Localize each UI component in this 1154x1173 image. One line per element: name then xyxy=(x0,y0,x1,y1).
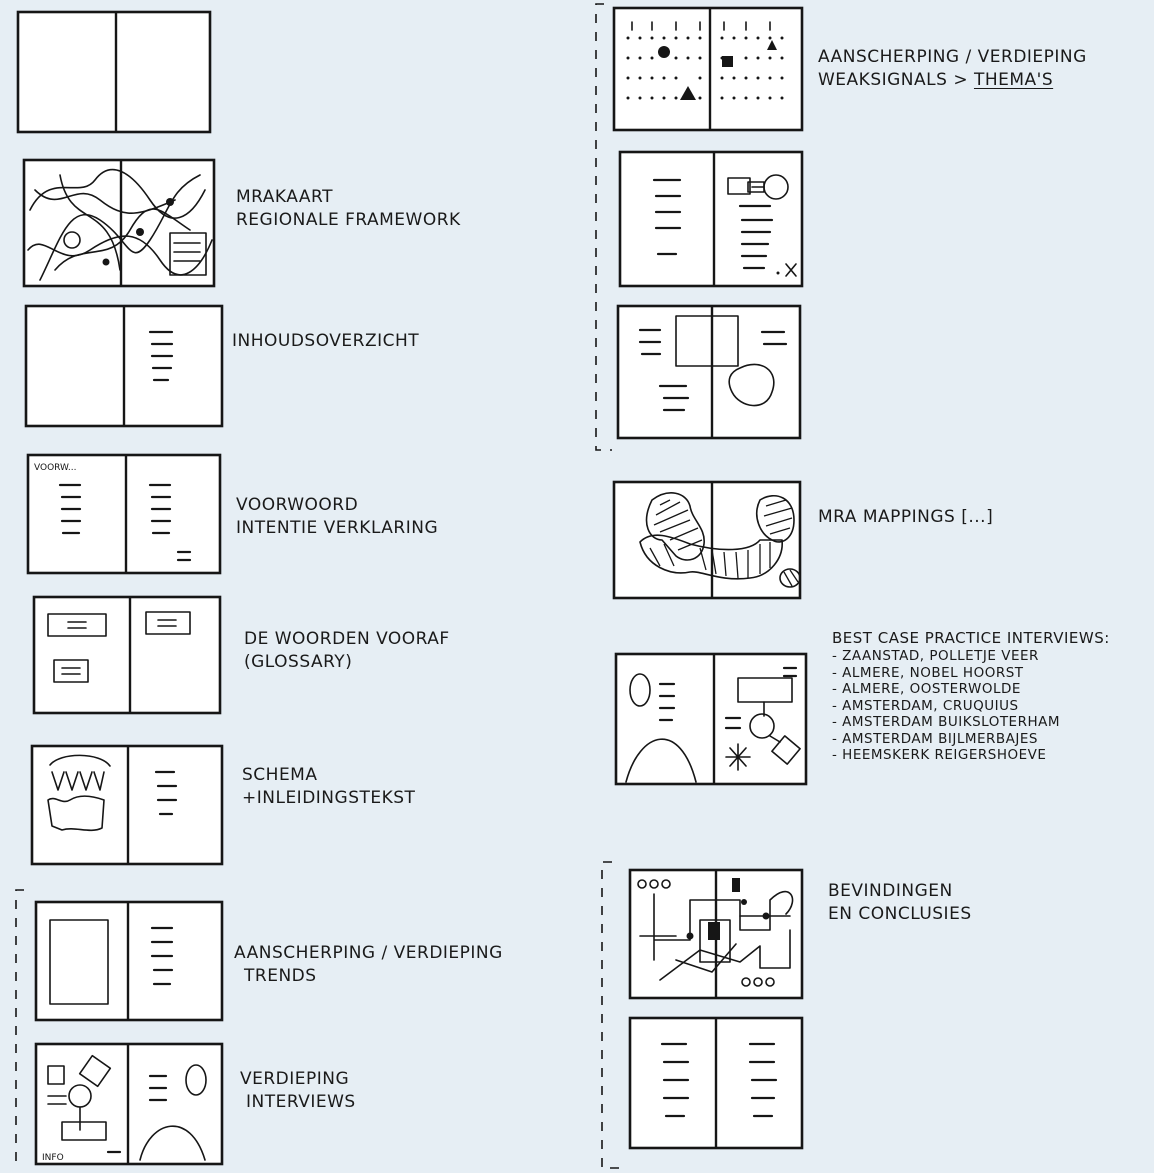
section-bracket-right-bottom xyxy=(602,862,620,1168)
list-item: - ALMERE, OOSTERWOLDE xyxy=(832,681,1110,698)
label-line: BEVINDINGEN xyxy=(828,880,972,903)
list-item: - AMSTERDAM BUIKSLOTERHAM xyxy=(832,714,1110,731)
spread-schema xyxy=(32,746,222,864)
section-bracket-left xyxy=(16,890,24,1170)
label-line: SCHEMA xyxy=(242,764,415,787)
label-interviews: VERDIEPING INTERVIEWS xyxy=(240,1068,356,1114)
label-line: INHOUDSOVERZICHT xyxy=(232,330,419,353)
spread-foreword: VOORW... xyxy=(28,455,220,573)
label-line: (GLOSSARY) xyxy=(244,651,450,674)
label-line: VOORWOORD xyxy=(236,494,438,517)
foreword-heading-sketch: VOORW... xyxy=(34,463,77,473)
label-line: DE WOORDEN VOORAF xyxy=(244,628,450,651)
label-glossary: DE WOORDEN VOORAF (GLOSSARY) xyxy=(244,628,450,674)
spread-weak-signals xyxy=(614,8,802,130)
label-weak-signals: AANSCHERPING / VERDIEPING WEAKSIGNALS > … xyxy=(818,46,1087,92)
label-foreword: VOORWOORD INTENTIE VERKLARING xyxy=(236,494,438,540)
spread-contents xyxy=(26,306,222,426)
label-best-practice: BEST CASE PRACTICE INTERVIEWS: - ZAANSTA… xyxy=(832,628,1110,764)
label-line: AANSCHERPING / VERDIEPING xyxy=(234,942,503,965)
label-line: +INLEIDINGSTEKST xyxy=(242,787,415,810)
spread-trends xyxy=(36,902,222,1020)
list-item: - AMSTERDAM BIJLMERBAJES xyxy=(832,731,1110,748)
best-practice-title: BEST CASE PRACTICE INTERVIEWS: xyxy=(832,628,1110,648)
label-findings: BEVINDINGEN EN CONCLUSIES xyxy=(828,880,972,926)
label-line: MRA MAPPINGS [...] xyxy=(818,506,993,529)
label-line: TRENDS xyxy=(234,965,503,988)
label-line: EN CONCLUSIES xyxy=(828,903,972,926)
spread-findings xyxy=(630,870,802,998)
label-line: INTERVIEWS xyxy=(240,1091,356,1114)
label-underlined-word: THEMA'S xyxy=(974,70,1053,90)
label-line: REGIONALE FRAMEWORK xyxy=(236,209,461,232)
spread-mappings xyxy=(614,482,800,598)
spread-glossary xyxy=(34,597,220,713)
spread-mra-map xyxy=(24,160,214,286)
label-line: MRAKAART xyxy=(236,186,461,209)
list-item: - ZAANSTAD, POLLETJE VEER xyxy=(832,648,1110,665)
list-item: - ALMERE, NOBEL HOORST xyxy=(832,665,1110,682)
list-item: - HEEMSKERK REIGERSHOEVE xyxy=(832,747,1110,764)
label-mra-map: MRAKAART REGIONALE FRAMEWORK xyxy=(236,186,461,232)
spread-blank xyxy=(18,12,210,132)
spread-theme-schema xyxy=(618,306,800,438)
label-line-start: WEAKSIGNALS > xyxy=(818,70,974,90)
label-line: INTENTIE VERKLARING xyxy=(236,517,438,540)
label-line: VERDIEPING xyxy=(240,1068,356,1091)
label-line: WEAKSIGNALS > THEMA'S xyxy=(818,69,1087,92)
spread-best-practice xyxy=(616,654,806,784)
list-item: - AMSTERDAM, CRUQUIUS xyxy=(832,698,1110,715)
label-line: AANSCHERPING / VERDIEPING xyxy=(818,46,1087,69)
label-schema: SCHEMA +INLEIDINGSTEKST xyxy=(242,764,415,810)
spread-theme-detail xyxy=(620,152,802,286)
label-contents: INHOUDSOVERZICHT xyxy=(232,330,419,353)
info-tag-sketch: INFO xyxy=(42,1153,64,1163)
spread-conclusions-text xyxy=(630,1018,802,1148)
section-bracket-right-top xyxy=(596,4,612,450)
spread-interviews: INFO xyxy=(36,1044,222,1164)
label-trends: AANSCHERPING / VERDIEPING TRENDS xyxy=(234,942,503,988)
label-mappings: MRA MAPPINGS [...] xyxy=(818,506,993,529)
